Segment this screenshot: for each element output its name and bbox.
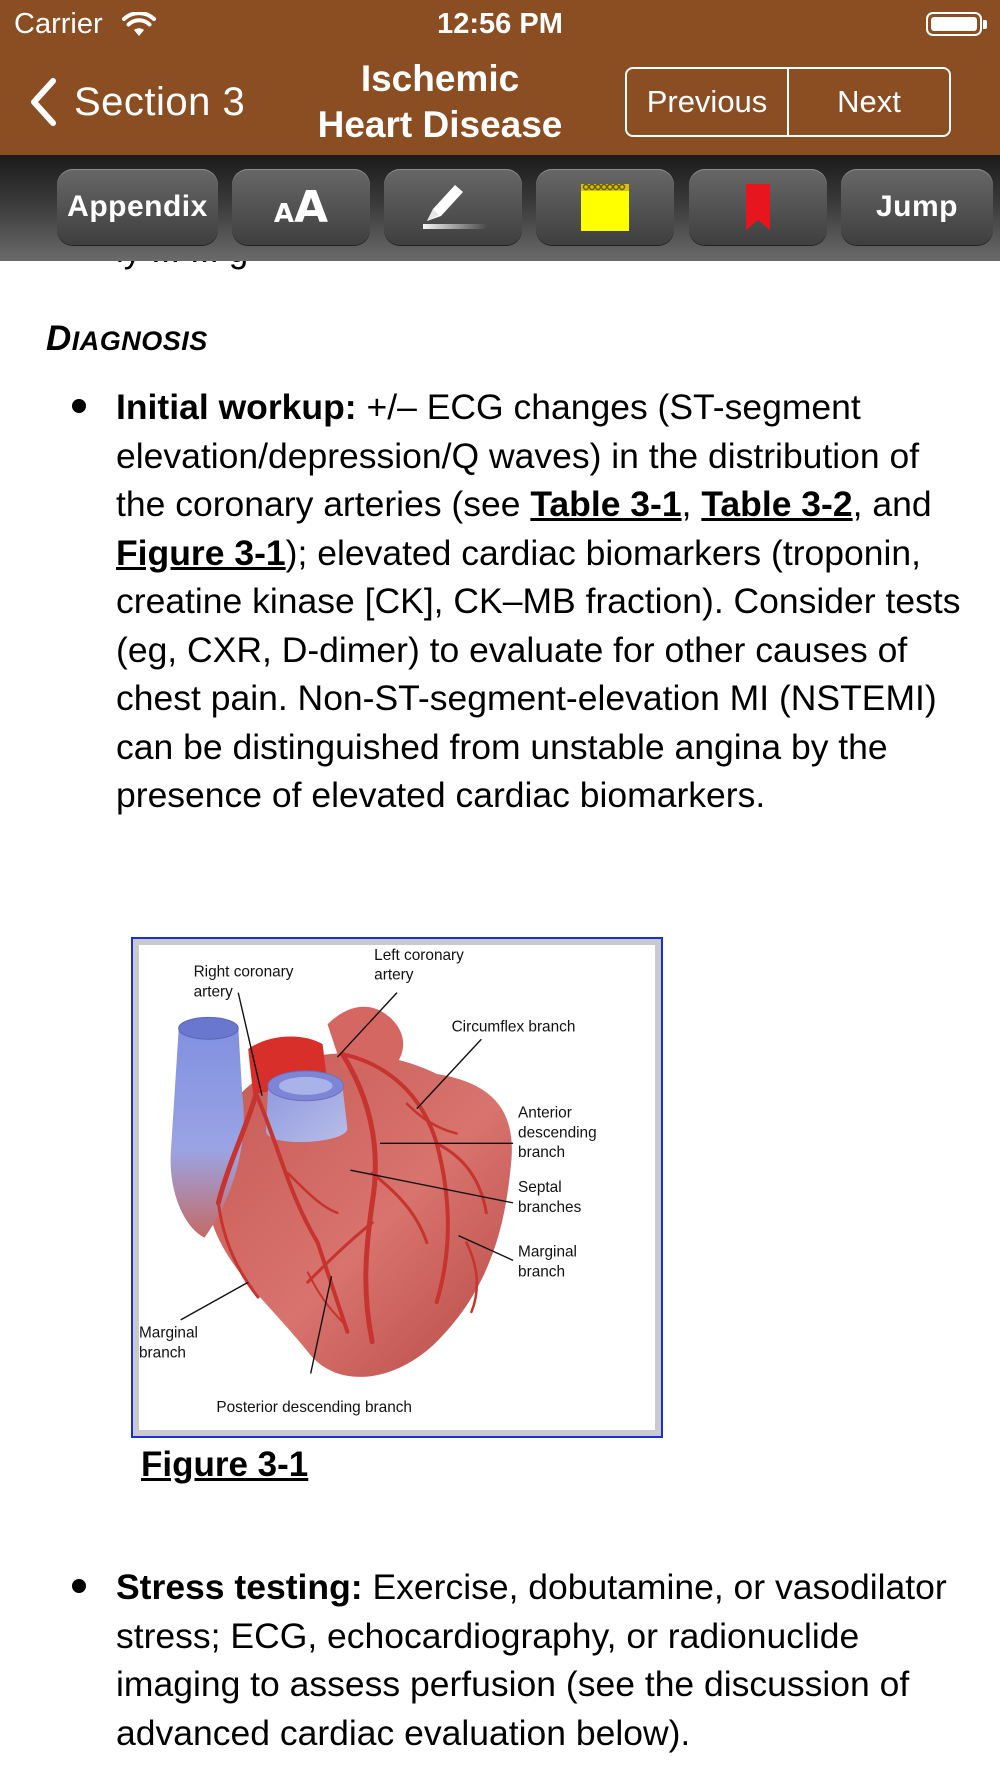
figure-3-1-link[interactable]: Figure 3-1	[116, 532, 286, 573]
figure-image[interactable]: Right coronary artery Left coronary arte…	[131, 937, 663, 1438]
previous-button[interactable]: Previous	[646, 84, 768, 119]
bullet-text: Exercise, dobutamine, or vasodilator str…	[116, 1567, 947, 1753]
section-heading: DIAGNOSIS	[46, 319, 208, 358]
label-marginal-right-1: Marginal	[518, 1243, 577, 1260]
carrier-label: Carrier	[14, 8, 103, 40]
bullet-text: +/– ECG changes (ST-segment elevation/de…	[116, 387, 920, 524]
status-bar: Carrier 12:56 PM	[0, 0, 1000, 50]
label-anterior-1: Anterior	[518, 1105, 572, 1122]
label-circumflex: Circumflex branch	[452, 1018, 576, 1035]
wifi-icon	[122, 12, 156, 36]
label-septal-1: Septal	[518, 1179, 562, 1196]
highlighter-icon	[423, 185, 487, 229]
battery-icon	[926, 12, 987, 36]
back-button[interactable]: Section 3	[28, 70, 245, 134]
label-anterior-2: descending	[518, 1124, 597, 1141]
jump-button[interactable]: Jump	[841, 169, 993, 245]
figure-caption-link[interactable]: Figure 3-1	[141, 1445, 309, 1484]
bullet-dot	[72, 399, 86, 413]
label-right-coronary-2: artery	[194, 984, 234, 1001]
chevron-left-icon	[31, 78, 56, 126]
back-button-label: Section 3	[74, 79, 246, 124]
highlight-button[interactable]	[384, 169, 522, 245]
navigation-bar: Carrier 12:56 PM Section 3 Ischemic Hear…	[0, 0, 1000, 155]
label-posterior: Posterior descending branch	[216, 1399, 412, 1416]
bookmark-button[interactable]	[689, 169, 827, 245]
table-3-1-link[interactable]: Table 3-1	[530, 484, 682, 524]
heart-coronary-diagram: Right coronary artery Left coronary arte…	[139, 947, 597, 1416]
bullet-dot	[72, 1579, 86, 1593]
label-left-coronary-2: artery	[374, 967, 414, 984]
page-title-line2: Heart Disease	[317, 104, 563, 145]
font-size-button[interactable]: AA	[232, 169, 370, 245]
list-item: Stress testing: Exercise, dobutamine, or…	[72, 1563, 970, 1757]
label-marginal-right-2: branch	[518, 1263, 565, 1280]
label-marginal-left-1: Marginal	[139, 1325, 198, 1342]
chapter-content[interactable]: ly ... ... g DIAGNOSIS Initial workup: +…	[0, 261, 1000, 1778]
font-size-icon: AA	[273, 181, 329, 233]
label-right-coronary-1: Right coronary	[194, 964, 294, 981]
bookmark-icon	[746, 184, 770, 230]
clipped-text-line: ly ... ... g	[116, 261, 248, 271]
page-title: Ischemic Heart Disease	[290, 56, 590, 148]
label-anterior-3: branch	[518, 1144, 565, 1161]
bullet-text: ); elevated cardiac biomarkers (troponin…	[116, 532, 961, 816]
toolbar: Appendix AA Jump	[0, 155, 1000, 261]
table-3-2-link[interactable]: Table 3-2	[701, 484, 853, 524]
note-icon	[581, 183, 629, 231]
list-item: Initial workup: +/– ECG changes (ST-segm…	[72, 383, 970, 820]
prev-next-segmented-control: Previous Next	[625, 67, 951, 137]
label-septal-2: branches	[518, 1199, 582, 1216]
page-title-line1: Ischemic	[360, 58, 520, 99]
status-time: 12:56 PM	[437, 8, 563, 40]
bullet-label: Stress testing:	[116, 1567, 363, 1607]
label-marginal-left-2: branch	[139, 1345, 186, 1362]
appendix-button[interactable]: Appendix	[57, 169, 218, 245]
note-button[interactable]	[536, 169, 674, 245]
bullet-label: Initial workup:	[116, 387, 357, 427]
next-button[interactable]: Next	[787, 69, 949, 135]
label-left-coronary-1: Left coronary	[374, 947, 464, 964]
